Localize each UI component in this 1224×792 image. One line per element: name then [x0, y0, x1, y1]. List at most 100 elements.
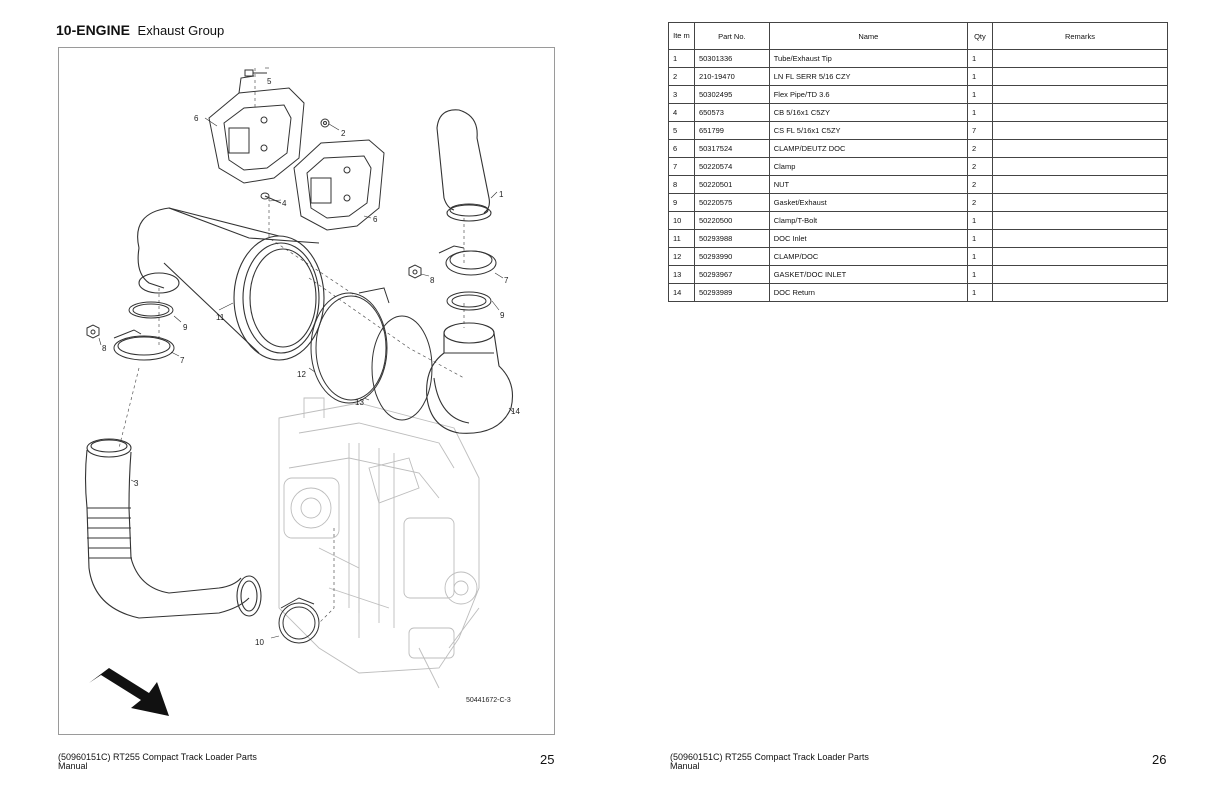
cell-remarks	[991, 211, 1169, 230]
callout-10: 10	[255, 638, 264, 647]
cell-name: LN FL SERR 5/16 CZY	[768, 67, 968, 86]
clamp-7-right	[438, 245, 497, 276]
cell-name: CS FL 5/16x1 C5ZY	[768, 121, 968, 140]
cell-name: CLAMP/DEUTZ DOC	[768, 139, 968, 158]
cell-qty: 1	[966, 49, 993, 68]
cell-item: 1	[668, 49, 695, 68]
callout-2: 2	[341, 129, 346, 138]
doc-inlet-canister	[137, 207, 325, 361]
bolt-5	[244, 69, 267, 77]
nut-8-right	[408, 264, 422, 279]
cell-name: Clamp/T-Bolt	[768, 211, 968, 230]
cell-item: 2	[668, 67, 695, 86]
cell-remarks	[991, 85, 1169, 104]
gasket-13	[371, 315, 433, 421]
cell-remarks	[991, 175, 1169, 194]
cell-part-no: 50293989	[693, 283, 770, 302]
callout-5: 5	[267, 77, 272, 86]
gasket-9-right	[446, 291, 492, 311]
cell-part-no: 50220574	[693, 157, 770, 176]
cell-part-no: 651799	[693, 121, 770, 140]
col-part-no: Part No.	[693, 22, 770, 50]
cell-part-no: 50220500	[693, 211, 770, 230]
clamp-bracket-upper	[208, 75, 305, 184]
callout-9-right: 9	[500, 311, 505, 320]
cell-part-no: 50293990	[693, 247, 770, 266]
cell-name: DOC Return	[768, 283, 968, 302]
cell-item: 10	[668, 211, 695, 230]
cell-item: 13	[668, 265, 695, 284]
diagram-drawing: 5 6 2 1 4 6 8 7 11 9 9 8 7 12 13 14 3 10…	[84, 67, 520, 716]
footer-manual-title: (50960151C) RT255 Compact Track Loader P…	[670, 752, 869, 771]
callout-7-left: 7	[180, 356, 185, 365]
cell-name: Clamp	[768, 157, 968, 176]
section-title: 10-ENGINE Exhaust Group	[56, 22, 224, 38]
callout-8-left: 8	[102, 344, 107, 353]
cell-remarks	[991, 49, 1169, 68]
callout-11: 11	[216, 313, 225, 322]
cell-qty: 1	[966, 85, 993, 104]
cell-name: DOC Inlet	[768, 229, 968, 248]
exhaust-exploded-diagram: 5 6 2 1 4 6 8 7 11 9 9 8 7 12 13 14 3 10…	[58, 47, 555, 735]
cell-part-no: 50302495	[693, 85, 770, 104]
leader-lines	[98, 67, 514, 639]
callout-7-right: 7	[504, 276, 509, 285]
gasket-9-left	[128, 301, 174, 319]
cell-remarks	[991, 229, 1169, 248]
cell-name: NUT	[768, 175, 968, 194]
cell-name: CLAMP/DOC	[768, 247, 968, 266]
cell-qty: 2	[966, 175, 993, 194]
cell-qty: 7	[966, 121, 993, 140]
col-qty: Qty	[966, 22, 993, 50]
section-subtitle: Exhaust Group	[137, 23, 225, 38]
cell-qty: 1	[966, 211, 993, 230]
parts-table-header: Ite m Part No. Name Qty Remarks	[668, 22, 1169, 50]
front-direction-arrow	[89, 668, 169, 716]
nut-2	[320, 118, 330, 128]
engine-block-drawing	[278, 397, 480, 689]
cell-item: 4	[668, 103, 695, 122]
left-page: 10-ENGINE Exhaust Group	[56, 22, 555, 771]
cell-item: 8	[668, 175, 695, 194]
cell-remarks	[991, 193, 1169, 212]
doc-return	[426, 322, 514, 434]
callout-14: 14	[511, 407, 520, 416]
callout-13: 13	[355, 398, 364, 407]
cell-name: Flex Pipe/TD 3.6	[768, 85, 968, 104]
cell-remarks	[991, 103, 1169, 122]
cell-remarks	[991, 247, 1169, 266]
page-number: 25	[540, 752, 555, 767]
cell-name: Tube/Exhaust Tip	[768, 49, 968, 68]
cell-item: 3	[668, 85, 695, 104]
cell-part-no: 50317524	[693, 139, 770, 158]
callout-6-lower: 6	[373, 215, 378, 224]
cell-qty: 1	[966, 247, 993, 266]
callout-1: 1	[499, 190, 504, 199]
cell-remarks	[991, 157, 1169, 176]
clamp-12	[310, 287, 390, 404]
callout-9-left: 9	[183, 323, 188, 332]
cell-qty: 1	[966, 265, 993, 284]
callout-labels: 5 6 2 1 4 6 8 7 11 9 9 8 7 12 13 14 3 10…	[102, 77, 520, 704]
cell-remarks	[991, 67, 1169, 86]
cell-qty: 2	[966, 139, 993, 158]
callout-4: 4	[282, 199, 287, 208]
cell-remarks	[991, 121, 1169, 140]
cell-part-no: 50220575	[693, 193, 770, 212]
callout-8-right: 8	[430, 276, 435, 285]
cell-item: 9	[668, 193, 695, 212]
clamp-7-left	[113, 329, 175, 361]
